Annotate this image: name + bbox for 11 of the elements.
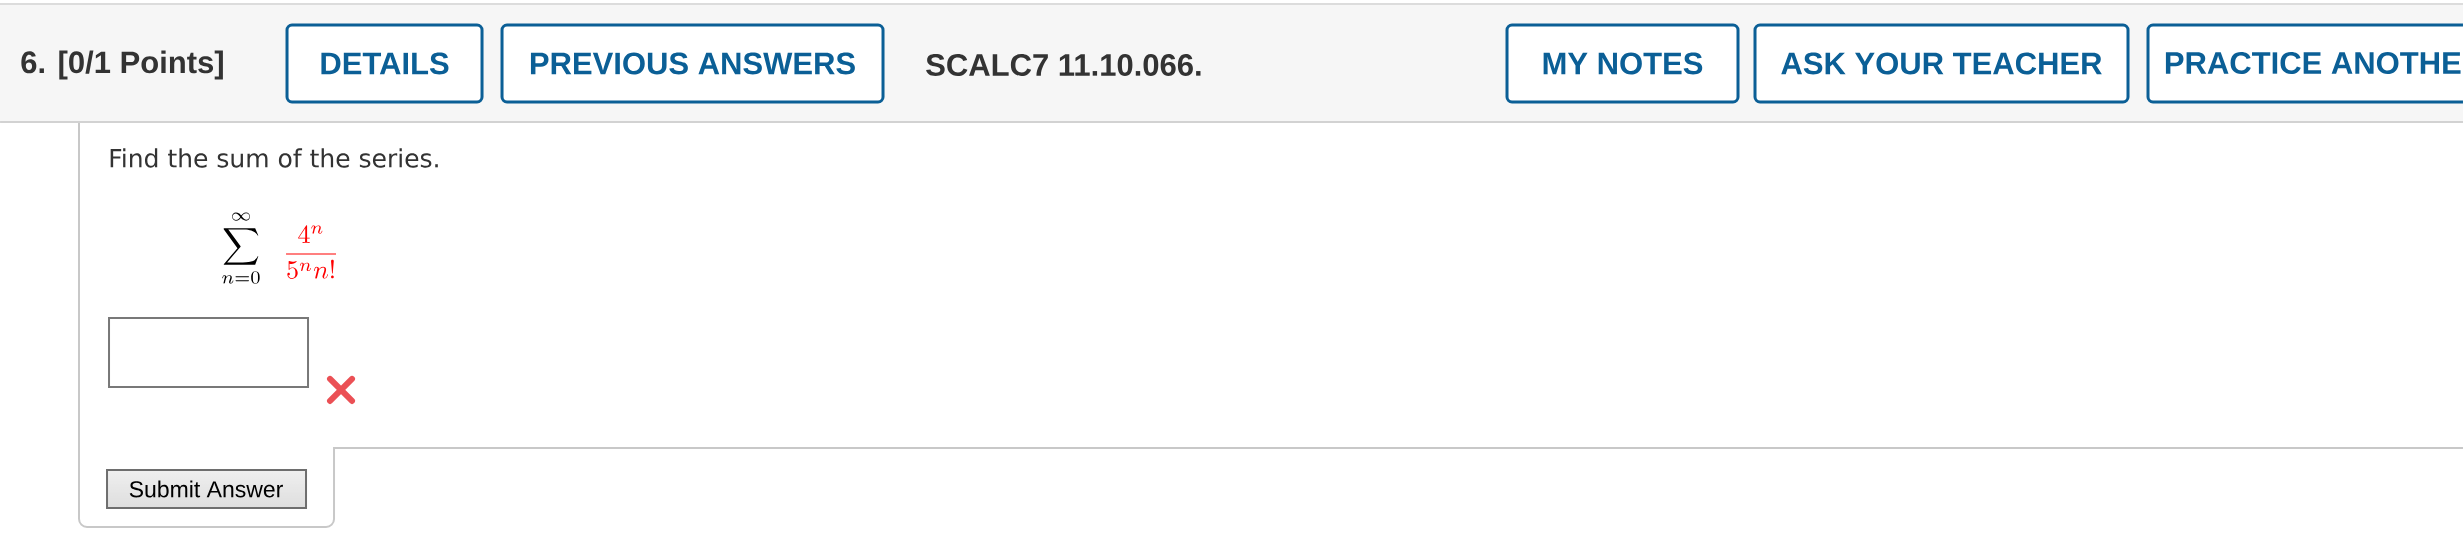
question-heading: SCALC7 11.10.066. [926, 54, 1201, 76]
submit-button: Submit Answer [106, 469, 307, 509]
fraction: $\frac{4^n}{5^n n!}$ [286, 225, 336, 279]
header-button: PREVIOUS ANSWERS [500, 23, 885, 104]
header-button: DETAILS [285, 23, 484, 104]
header-button: ASK YOUR TEACHER [1753, 23, 2130, 104]
header-button: MY NOTES [1505, 23, 1740, 104]
header-button: PRACTICE ANOTHE [2146, 23, 2463, 104]
question-heading: 6. [0/1 Points] [21, 50, 223, 80]
sum-symbol: $\sum_{n=0}^{\infty}$ [222, 212, 260, 284]
question-text: Find the sum of the series. [110, 148, 438, 168]
